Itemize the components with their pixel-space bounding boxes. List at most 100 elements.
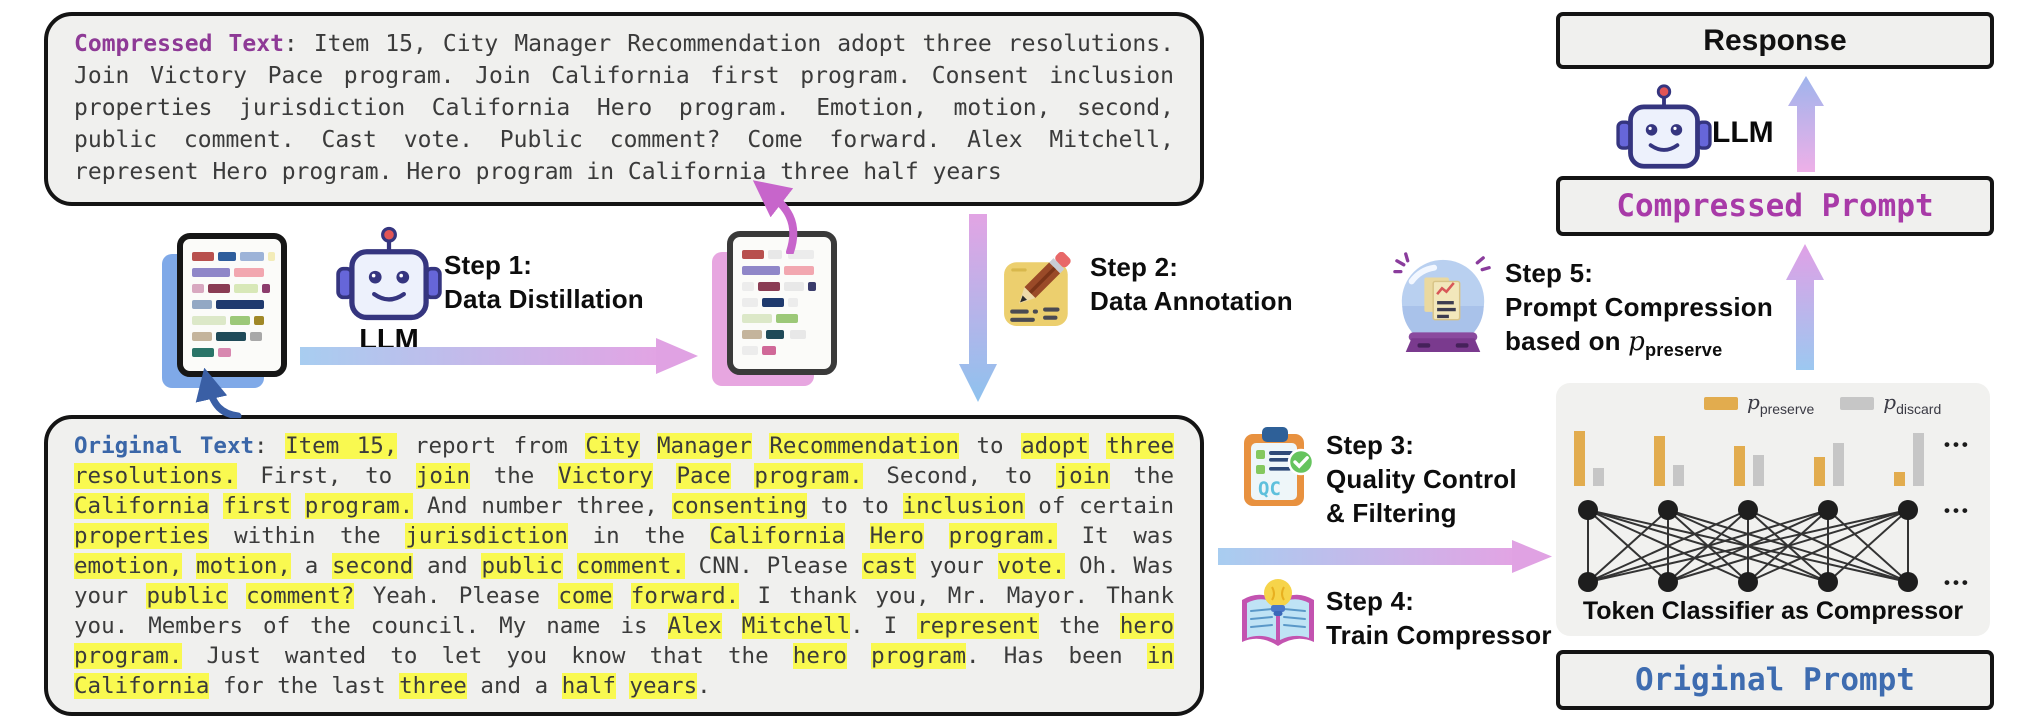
original-text-tokens: Item 15, report from City Manager Recomm… [74,433,1175,699]
prompt-compression-up-arrow [1786,244,1824,370]
step-3-line2: & Filtering [1326,498,1457,528]
book-bulb-icon [1242,579,1314,646]
highlighted-token: three [1106,433,1175,459]
highlighted-token: half [561,673,616,699]
highlighted-token: join [415,463,471,489]
document-stack-icon-pink [700,230,842,390]
plain-token: . [697,673,711,699]
highlighted-token: Victory [558,463,653,489]
network-node [1898,572,1918,592]
plain-token [640,433,658,459]
discard-bar [1833,443,1844,486]
highlighted-token: emotion, [74,553,183,579]
classifier-network [1578,500,1918,592]
original-text-paragraph: Original Text: Item 15, report from City… [74,431,1175,701]
highlighted-token: represent [917,613,1040,639]
highlighted-token: cast [861,553,916,579]
note-pencil-icon [1004,252,1071,326]
plain-token: for the last [209,673,400,699]
plain-token: within the [209,523,406,549]
highlighted-token: Manager [657,433,752,459]
discard-bar [1753,455,1764,486]
preserve-discard-bar-chart [1574,431,1924,486]
step-2-line1: Data Annotation [1090,286,1293,316]
highlighted-token: inclusion [902,493,1025,519]
highlighted-token: forward. [630,583,740,609]
compressed-text-label: Compressed Text [74,31,284,57]
compressed-prompt-label: Compressed Prompt [1616,188,1934,224]
distilled-text-curve-arrow [752,180,798,254]
highlighted-token: California [74,673,210,699]
plain-token [209,493,223,519]
plain-token: in the [567,523,710,549]
classifier-legend: ppreserve pdiscard [1704,390,1941,417]
step-2-label: Step 2: Data Annotation [1090,250,1293,318]
llm-label-2: LLM [1712,116,1774,149]
network-node [1578,500,1598,520]
network-node [1738,572,1758,592]
step-4-line1: Train Compressor [1326,620,1552,650]
llm-robot-icon [336,226,442,321]
highlighted-token: motion, [196,553,291,579]
highlighted-token: Hero [869,523,924,549]
network-node [1578,572,1598,592]
compressed-text-body: Item 15, City Manager Recommendation ado… [74,31,1174,185]
plain-token: the [470,463,558,489]
highlighted-token: program. [74,643,183,669]
highlighted-token: program [871,643,966,669]
plain-token [613,583,631,609]
highlighted-token: resolutions. [74,463,237,489]
plain-token: . Has been [966,643,1147,669]
step-4-label: Step 4: Train Compressor [1326,584,1552,652]
plain-token [845,523,870,549]
qc-clipboard-icon: QC [1244,427,1315,506]
highlighted-token: Pace [676,463,731,489]
train-flow-arrow [1218,540,1552,573]
bottom-nodes-ellipsis: ••• [1944,573,1971,592]
network-node [1818,500,1838,520]
plain-token [722,613,742,639]
plain-token: the [1039,613,1120,639]
bars-ellipsis: ••• [1944,435,1971,454]
network-node [1898,500,1918,520]
response-box: Response [1556,12,1994,69]
highlighted-token: public [481,553,563,579]
original-text-label: Original Text [74,433,255,459]
legend-discard: pdiscard [1883,390,1942,417]
highlighted-token: consenting [671,493,808,519]
discard-bar [1593,468,1604,486]
plain-token: Oh. Was your [74,553,1175,609]
original-prompt-box: Original Prompt [1556,650,1994,710]
plain-token: the [1109,463,1175,489]
plain-token: your [915,553,998,579]
highlighted-token: program. [304,493,414,519]
step-5-line2: based on ppreserve [1505,324,1773,367]
svg-text:QC: QC [1258,478,1281,500]
original-prompt-label: Original Prompt [1635,662,1915,698]
plain-token: to to [807,493,903,519]
highlighted-token: come [558,583,613,609]
discard-bar [1673,465,1684,486]
step1-flow-arrow [300,338,698,374]
crystal-ball-icon [1393,252,1491,353]
plain-token [182,553,196,579]
plain-token: And number three, [413,493,672,519]
plain-token: . I [850,613,918,639]
response-label: Response [1703,23,1847,57]
step-3-label: Step 3: Quality Control & Filtering [1326,428,1517,530]
highlighted-token: City [585,433,640,459]
plain-token: CNN. Please [684,553,862,579]
preserve-swatch [1704,397,1738,410]
plain-token: I thank you, Mr. Mayor. Thank you. Membe… [74,583,1175,639]
step-1-line1: Data Distillation [444,284,644,314]
plain-token: Just wanted to let you know that the [182,643,793,669]
plain-token [924,523,949,549]
plain-token [228,583,246,609]
token-classifier-panel: ppreserve pdiscard ••• ••• ••• Token Cla… [1556,383,1990,636]
highlighted-token: program. [754,463,863,489]
discard-bar [1913,433,1924,486]
highlighted-token: join [1055,463,1110,489]
highlighted-token: hero [1119,613,1174,639]
step-5-line2-prefix: based on [1505,326,1629,356]
